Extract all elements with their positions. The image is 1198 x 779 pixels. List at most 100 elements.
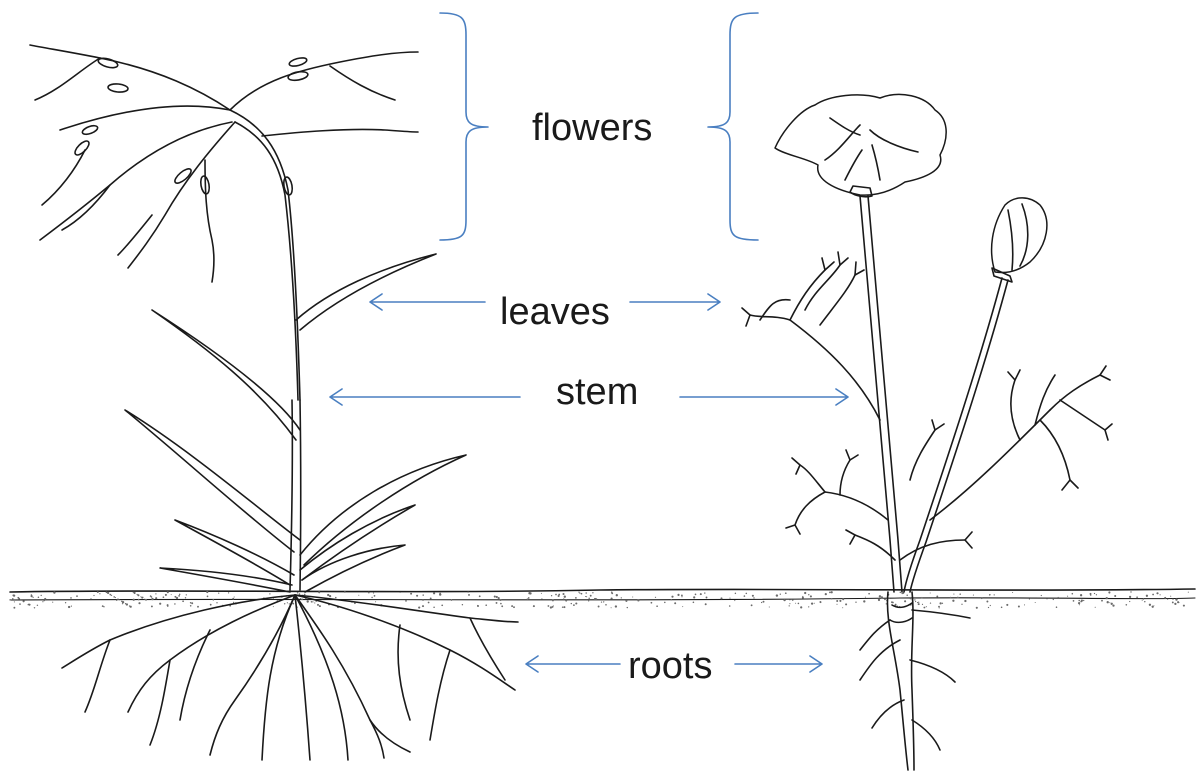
soil-speck [1041, 595, 1042, 596]
soil-speck [914, 599, 915, 600]
soil-speck [1152, 594, 1154, 596]
soil-speck [681, 594, 683, 596]
soil-speck [23, 600, 25, 602]
soil-speck [311, 601, 313, 603]
soil-speck [122, 603, 123, 604]
soil-speck [637, 599, 639, 601]
soil-speck [496, 602, 498, 604]
soil-speck [558, 594, 560, 596]
soil-speck [1129, 601, 1130, 602]
soil-speck [677, 594, 679, 596]
soil-speck [287, 602, 288, 603]
soil-speck [109, 594, 111, 596]
soil-speck [1178, 602, 1179, 603]
soil-speck [674, 602, 676, 604]
soil-speck [133, 599, 135, 601]
soil-speck [19, 603, 21, 605]
soil-speck [625, 600, 627, 602]
soil-speck [926, 606, 927, 607]
soil-speck [1112, 604, 1114, 606]
soil-speck [578, 591, 579, 592]
soil-speck [884, 598, 886, 600]
soil-speck [159, 603, 161, 605]
soil-speck [571, 603, 572, 604]
soil-speck [18, 598, 20, 600]
soil-speck [705, 603, 707, 605]
soil-speck [1056, 606, 1058, 608]
soil-speck [601, 602, 602, 603]
soil-speck [513, 606, 515, 608]
soil-speck [973, 595, 974, 596]
soil-speck [76, 595, 78, 597]
soil-speck [185, 597, 186, 598]
soil-speck [994, 594, 995, 595]
soil-speck [216, 602, 217, 603]
soil-speck [527, 598, 529, 600]
grass-roots [62, 595, 518, 760]
soil-speck [319, 605, 321, 607]
soil-speck [798, 603, 800, 605]
soil-speck [1096, 594, 1097, 595]
soil-speck [207, 596, 209, 598]
soil-speck [496, 596, 498, 598]
soil-speck [368, 592, 370, 594]
soil-speck [942, 603, 943, 604]
soil-speck [547, 605, 549, 607]
soil-speck [734, 600, 735, 601]
soil-speck [307, 600, 309, 602]
soil-speck [785, 592, 787, 594]
soil-speck [314, 602, 315, 603]
soil-speck [811, 602, 813, 604]
soil-speck [171, 594, 172, 595]
soil-speck [1006, 604, 1008, 606]
soil-speck [563, 598, 565, 600]
soil-speck [855, 602, 856, 603]
soil-speck [137, 594, 139, 596]
soil-speck [959, 593, 961, 595]
soil-speck [1018, 605, 1020, 607]
soil-speck [501, 605, 503, 607]
soil-speck [752, 595, 754, 597]
soil-speck [9, 599, 11, 601]
soil-speck [70, 597, 72, 599]
soil-speck [904, 600, 906, 602]
soil-speck [573, 604, 575, 606]
soil-speck [405, 600, 407, 602]
soil-speck [961, 604, 962, 605]
soil-speck [1111, 603, 1113, 605]
soil-speck [682, 606, 683, 607]
soil-speck [579, 593, 580, 594]
soil-speck [1079, 604, 1080, 605]
soil-speck [433, 592, 435, 594]
soil-speck [37, 605, 38, 606]
soil-speck [808, 606, 809, 607]
soil-speck [178, 595, 180, 597]
soil-speck [1149, 604, 1151, 606]
soil-speck [831, 598, 832, 599]
soil-speck [130, 606, 132, 608]
soil-speck [906, 595, 907, 596]
soil-speck [1156, 592, 1158, 594]
soil-speck [1160, 594, 1161, 595]
soil-speck [1167, 599, 1168, 600]
soil-speck [375, 601, 376, 602]
soil-speck [611, 598, 613, 600]
stem-arrow-left [330, 389, 520, 405]
soil-speck [1053, 599, 1054, 600]
soil-speck [988, 607, 989, 608]
soil-speck [1012, 592, 1013, 593]
soil-speck [611, 607, 612, 608]
soil-speck [190, 602, 192, 604]
soil-speck [65, 602, 66, 603]
poppy-root [860, 592, 970, 770]
soil-speck [44, 598, 46, 600]
soil-speck [1090, 594, 1091, 595]
soil-speck [138, 602, 140, 604]
soil-speck [228, 592, 229, 593]
soil-speck [917, 602, 918, 603]
soil-speck [1078, 600, 1080, 602]
soil-speck [191, 602, 193, 604]
soil-speck [400, 592, 401, 593]
soil-speck [111, 595, 112, 596]
